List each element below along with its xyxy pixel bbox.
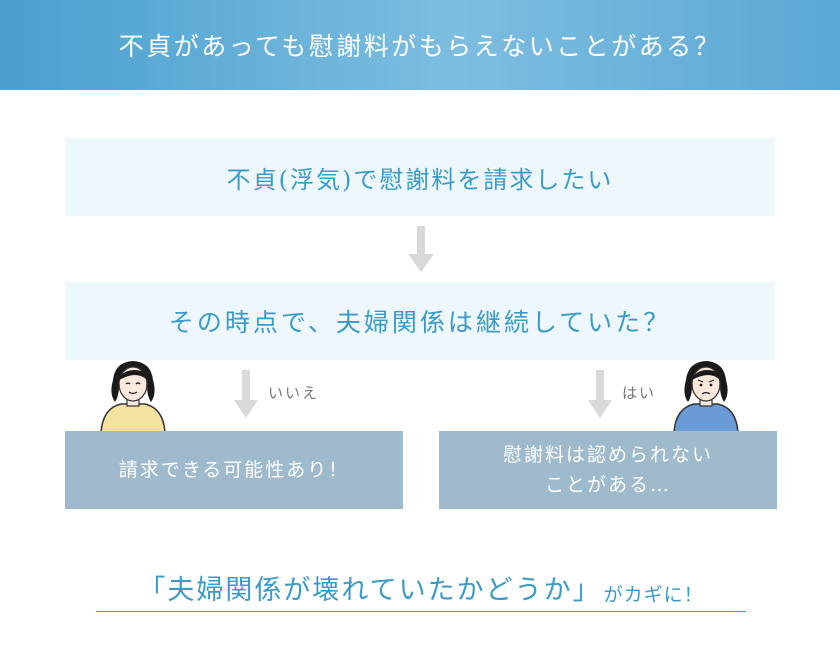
page-title: 不貞があっても慰謝料がもらえないことがある？ [118,32,722,61]
flow-step-question: その時点で、夫婦関係は継続していた？ [65,282,775,360]
woman-worried-icon [673,361,739,432]
conclusion-sub: がカギに！ [603,584,704,606]
result-yes: 慰謝料は認められない ことがある… [439,431,777,509]
conclusion-main: 「夫婦関係が壊れていたかどうか」 [138,575,602,606]
header-banner: 不貞があっても慰謝料がもらえないことがある？ [0,0,840,90]
down-arrow-icon [234,370,258,418]
down-arrow-icon [408,226,434,272]
woman-smiling-icon [100,361,166,432]
down-arrow-icon [588,370,612,418]
conclusion: 「夫婦関係が壊れていたかどうか」 がカギに！ [96,568,746,612]
result-yes-line2: ことがある… [544,474,671,496]
branch-label-yes: はい [622,384,657,402]
result-yes-line1: 慰謝料は認められない [502,444,713,466]
flow-step-request: 不貞(浮気)で慰謝料を請求したい [65,138,775,216]
result-no: 請求できる可能性あり！ [65,431,403,509]
branch-label-no: いいえ [268,384,320,402]
